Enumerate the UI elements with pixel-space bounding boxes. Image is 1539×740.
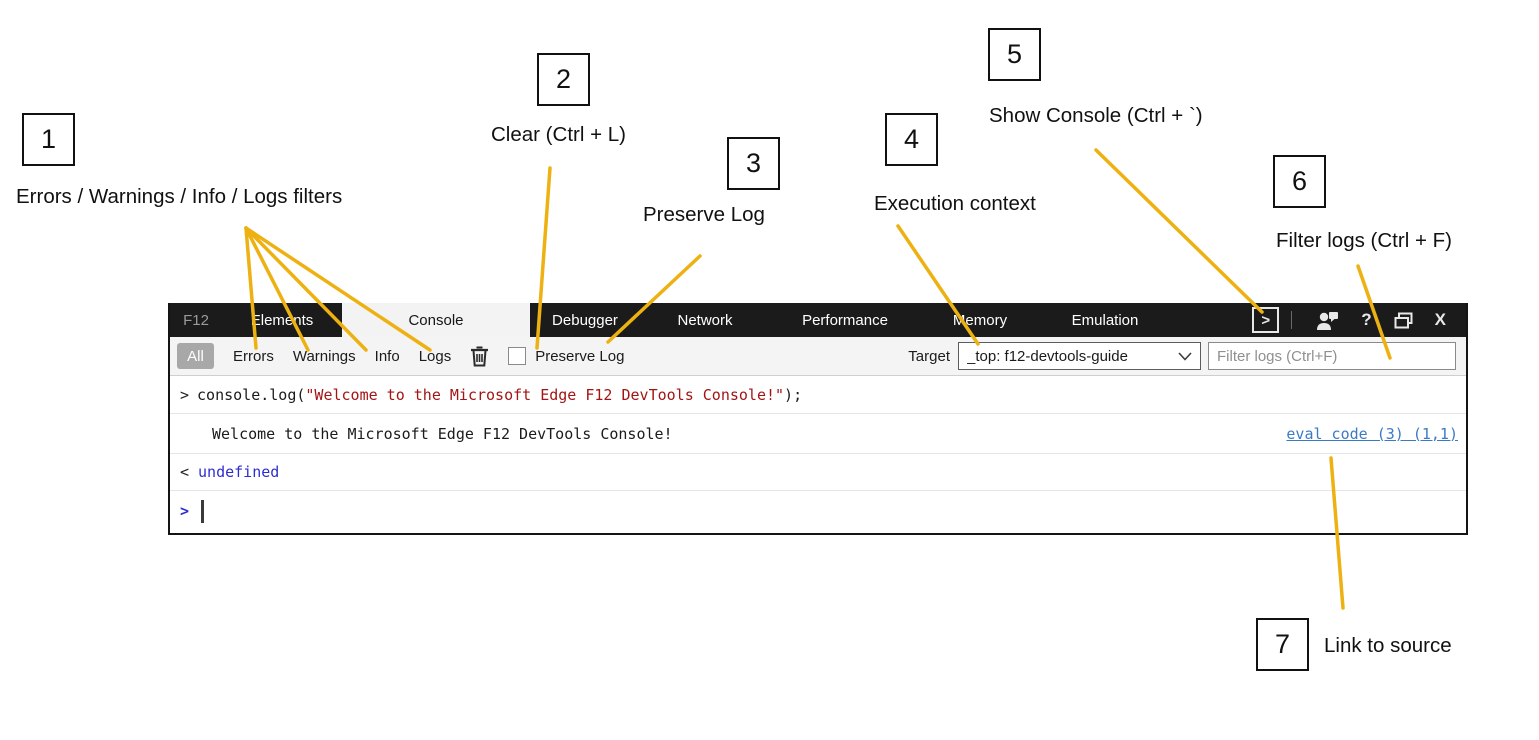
console-output-area: > console.log("Welcome to the Microsoft … bbox=[170, 376, 1466, 531]
tab-performance[interactable]: Performance bbox=[802, 311, 888, 329]
console-toolbar: All Errors Warnings Info Logs Preserve L… bbox=[170, 337, 1466, 376]
person-feedback-icon bbox=[1317, 311, 1339, 330]
callout-number-5: 5 bbox=[988, 28, 1041, 81]
devtools-nav-bar: F12 Elements Console Debugger Network Pe… bbox=[170, 303, 1466, 337]
preserve-log-label[interactable]: Preserve Log bbox=[535, 347, 625, 365]
nav-right-controls: > ? X bbox=[1252, 303, 1466, 337]
target-label: Target bbox=[908, 347, 950, 365]
clear-console-button[interactable] bbox=[470, 345, 489, 367]
tab-network[interactable]: Network bbox=[677, 311, 733, 329]
callout-number-7: 7 bbox=[1256, 618, 1309, 671]
echo-string-literal: "Welcome to the Microsoft Edge F12 DevTo… bbox=[305, 385, 785, 404]
input-echo-chevron: > bbox=[180, 385, 190, 404]
callout-label-filter-logs: Filter logs (Ctrl + F) bbox=[1276, 229, 1452, 252]
nav-divider bbox=[1291, 311, 1293, 329]
echo-code-before: console.log( bbox=[197, 385, 306, 404]
result-value: undefined bbox=[198, 463, 280, 481]
callout-label-execution-context: Execution context bbox=[874, 192, 1036, 215]
execution-context-value: _top: f12-devtools-guide bbox=[967, 347, 1128, 365]
callout-number-2: 2 bbox=[537, 53, 590, 106]
callout-number-6: 6 bbox=[1273, 155, 1326, 208]
result-chevron: < bbox=[180, 463, 190, 481]
help-icon: ? bbox=[1361, 310, 1372, 329]
callout-number-1: 1 bbox=[22, 113, 75, 166]
callout-label-link-to-source: Link to source bbox=[1324, 634, 1452, 657]
tab-console-active[interactable]: Console bbox=[342, 303, 530, 337]
show-console-icon: > bbox=[1261, 311, 1271, 329]
close-icon: X bbox=[1434, 310, 1447, 329]
filter-errors-button[interactable]: Errors bbox=[233, 347, 274, 365]
filter-logs-button[interactable]: Logs bbox=[418, 347, 452, 365]
source-link[interactable]: eval code (3) (1,1) bbox=[1286, 424, 1458, 443]
console-result-row: < undefined bbox=[170, 454, 1466, 491]
tab-debugger[interactable]: Debugger bbox=[552, 311, 618, 329]
prompt-chevron: > bbox=[180, 502, 190, 520]
tab-emulation[interactable]: Emulation bbox=[1071, 311, 1139, 329]
devtools-panel: F12 Elements Console Debugger Network Pe… bbox=[168, 303, 1468, 535]
close-button[interactable]: X bbox=[1424, 303, 1458, 337]
callout-number-4: 4 bbox=[885, 113, 938, 166]
tab-elements[interactable]: Elements bbox=[250, 311, 314, 329]
preserve-log-checkbox[interactable] bbox=[508, 347, 527, 365]
echo-code-after: ); bbox=[784, 385, 803, 404]
help-button[interactable]: ? bbox=[1350, 303, 1382, 337]
execution-context-dropdown[interactable]: _top: f12-devtools-guide bbox=[958, 342, 1201, 370]
unpin-button[interactable] bbox=[1383, 303, 1424, 337]
callout-label-preserve-log: Preserve Log bbox=[643, 203, 765, 226]
restore-windows-icon bbox=[1394, 312, 1413, 328]
callout-label-filters: Errors / Warnings / Info / Logs filters bbox=[16, 185, 343, 208]
trash-icon bbox=[471, 346, 489, 367]
chevron-down-icon bbox=[1178, 351, 1192, 361]
echo-code: console.log("Welcome to the Microsoft Ed… bbox=[197, 386, 802, 404]
text-cursor bbox=[201, 499, 204, 523]
show-console-button[interactable]: > bbox=[1252, 307, 1280, 333]
callout-label-show-console: Show Console (Ctrl + `) bbox=[989, 104, 1203, 127]
filter-all-button[interactable]: All bbox=[177, 343, 214, 369]
filter-info-button[interactable]: Info bbox=[374, 347, 400, 365]
callout-line-show-console bbox=[1094, 148, 1264, 314]
filter-logs-input[interactable] bbox=[1208, 342, 1456, 370]
nav-item-f12[interactable]: F12 bbox=[183, 311, 209, 329]
tab-memory[interactable]: Memory bbox=[952, 311, 1008, 329]
console-echo-row: > console.log("Welcome to the Microsoft … bbox=[170, 376, 1466, 414]
callout-number-3: 3 bbox=[727, 137, 780, 190]
console-log-row: Welcome to the Microsoft Edge F12 DevToo… bbox=[170, 414, 1466, 454]
feedback-button[interactable] bbox=[1304, 303, 1350, 337]
console-prompt-row[interactable]: > bbox=[170, 491, 1466, 531]
log-message: Welcome to the Microsoft Edge F12 DevToo… bbox=[212, 424, 673, 443]
callout-label-clear: Clear (Ctrl + L) bbox=[491, 123, 626, 146]
filter-warnings-button[interactable]: Warnings bbox=[292, 347, 356, 365]
